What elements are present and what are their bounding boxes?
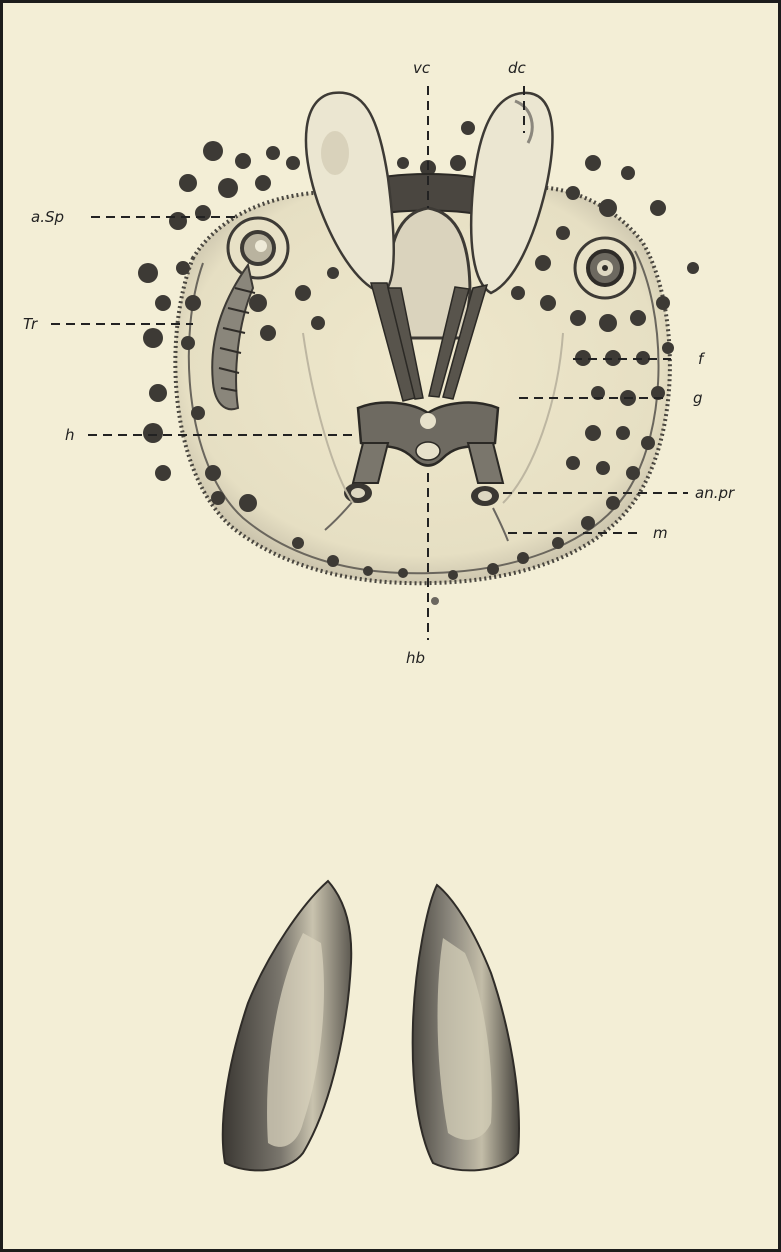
label-m: m (653, 524, 668, 542)
label-vc: vc (413, 59, 431, 77)
left-claw (223, 881, 351, 1170)
label-hb: hb (406, 649, 425, 667)
label-an-pr: an.pr (695, 484, 735, 502)
label-g: g (693, 389, 703, 407)
right-spiracle (575, 238, 635, 298)
label-a-sp: a.Sp (31, 208, 64, 226)
label-tr: Tr (23, 315, 38, 333)
left-spiracle (228, 218, 288, 278)
label-h: h (65, 426, 75, 444)
label-dc: dc (508, 59, 527, 77)
anatomical-drawing: vc dc a.Sp Tr f g h an.pr m hb (3, 3, 781, 1252)
right-claw (413, 885, 519, 1170)
hind-border-marker (431, 597, 439, 605)
label-f: f (698, 350, 706, 368)
